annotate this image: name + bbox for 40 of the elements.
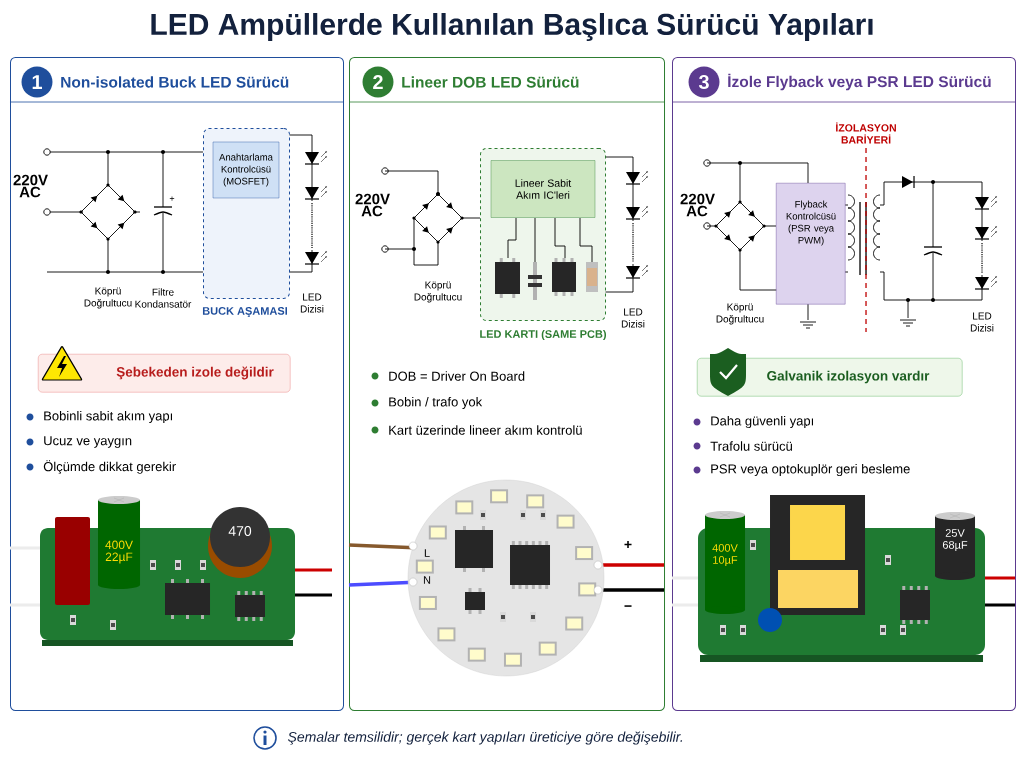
label: Köprü Doğrultucu [414,281,462,303]
component-marking: 400V 10µF [712,544,738,566]
caption: Şemalar temsilidir; gerçek kart yapıları üreticiye göre değişebilir. [287,731,683,745]
bullet-item: Bobinli sabit akım yapı [26,410,172,424]
bullet-item: Kart üzerinde lineer akım kontrolü [371,425,582,435]
bullet-item: PSR veya optokuplör geri besleme [693,463,910,477]
polarity-mark: + [169,196,175,201]
label: LED Dizisi [621,308,645,328]
label: 220V AC [680,193,715,217]
controller-box: Flyback Kontrolcüsü (PSR veya PWM) [776,183,846,305]
component-marking: 400V 22µF [105,540,133,564]
component-marking: 470 [228,526,252,536]
number-badge: 1 [21,66,53,98]
node-label: LED KARTI (SAME PCB) [480,329,607,341]
label: İZOLASYON BARİYERİ [836,122,896,144]
component-marking: 25V 68µF [942,529,968,551]
bullet-item: Daha güvenli yapı [693,415,813,429]
label: 220V AC [13,174,48,198]
number-badge: 2 [362,66,394,98]
label: Köprü Doğrultucu [84,287,132,309]
terminal-label: − [624,605,632,607]
bullet-item: DOB = Driver On Board [371,371,525,381]
bullet-item: Trafolu sürücü [693,441,792,451]
node-label: BUCK AŞAMASI [202,307,288,317]
bullet-item: Bobin / trafo yok [371,396,483,410]
number-badge: 3 [688,66,720,98]
terminal-label: + [624,540,632,548]
label: LED Dizisi [970,312,994,332]
controller-box: Anahtarlama Kontrolcüsü (MOSFET) [212,141,280,199]
terminal-label: L [424,549,430,557]
label: Köprü Doğrultucu [716,303,764,325]
controller-box: Lineer Sabit Akım IC'leri [490,160,596,218]
bullet-item: Ucuz ve yaygın [26,436,132,448]
terminal-label: N [423,576,431,584]
title: LED Ampüllerde Kullanılan Başlıca Sürücü Yapıları [151,13,873,41]
label: 220V AC [355,193,390,217]
bullet-item: Ölçümde dikkat gerekir [26,460,176,474]
label: Filtre Kondansatör [135,288,192,308]
label: LED Dizisi [300,293,324,313]
warning-box: Şebekeden izole değildir [38,354,291,393]
